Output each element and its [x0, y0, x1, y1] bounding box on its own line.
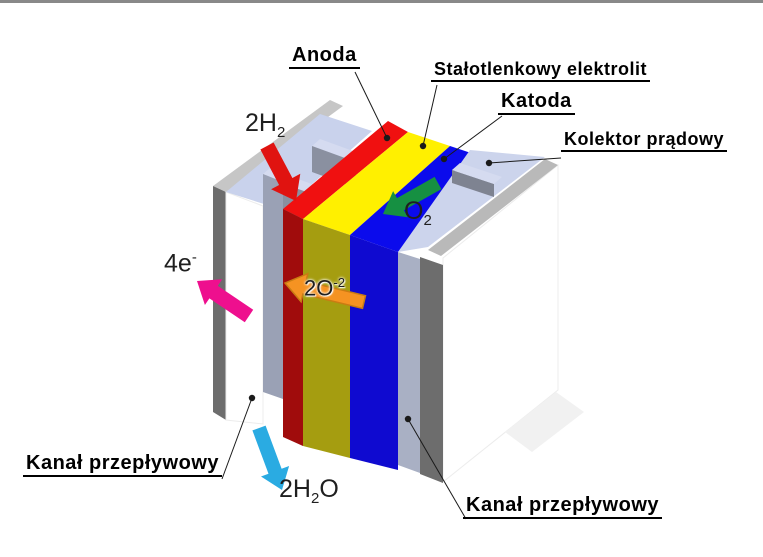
- h2-arrow: [260, 142, 301, 201]
- label-kolektor: Kolektor prądowy: [561, 130, 728, 152]
- cathode-pillar-face: [398, 252, 420, 473]
- leader-kanal-left: [221, 397, 253, 480]
- label-kanal-right: Kanał przepływowy: [463, 495, 662, 519]
- leader-kanal-right: [407, 418, 467, 520]
- cathode-rib-top: [452, 163, 502, 184]
- electrolyte-layer-front: [303, 219, 350, 458]
- leader-katoda: [443, 115, 503, 160]
- right-plate-side-edge: [420, 257, 443, 483]
- water-arrow: [252, 425, 290, 490]
- leader-kanal-right-dot: [404, 415, 412, 423]
- electrolyte-layer-top: [303, 132, 450, 235]
- o2-arrow: [383, 176, 442, 218]
- anode-front-rib-face: [263, 174, 283, 399]
- leader-anoda-dot: [383, 134, 391, 142]
- label-kanal-left: Kanał przepływowy: [23, 453, 222, 477]
- top-rule: [0, 0, 763, 3]
- oxide-arrow: [283, 272, 367, 310]
- right-plate-shadow: [505, 392, 584, 452]
- anode-channel-floor: [226, 114, 372, 210]
- leader-kolektor: [488, 157, 562, 164]
- species-o2: O2: [404, 197, 432, 229]
- collector-surface: [398, 150, 545, 252]
- label-anoda: Anoda: [289, 45, 360, 69]
- e4-arrow: [197, 279, 254, 323]
- label-katoda: Katoda: [498, 91, 575, 115]
- label-elektrolit: Stałotlenkowy elektrolit: [431, 60, 651, 82]
- leader-kanal-left-dot: [248, 394, 256, 402]
- species-2h2o: 2H2O: [279, 475, 339, 507]
- leader-kolektor-dot: [485, 159, 493, 167]
- species-2o: 2O-2: [304, 275, 346, 301]
- leader-anoda: [354, 71, 388, 139]
- species-h2: 2H2: [245, 109, 286, 141]
- leader-elektrolit: [422, 84, 438, 147]
- leader-elektrolit-dot: [419, 142, 427, 150]
- species-4e: 4e-: [164, 249, 197, 278]
- anode-layer-front: [283, 209, 303, 446]
- cathode-rib-face: [452, 170, 494, 197]
- leader-katoda-dot: [440, 155, 448, 163]
- cathode-layer-front: [350, 235, 398, 470]
- anode-layer-top: [283, 121, 408, 219]
- right-plate-top-edge: [428, 159, 558, 256]
